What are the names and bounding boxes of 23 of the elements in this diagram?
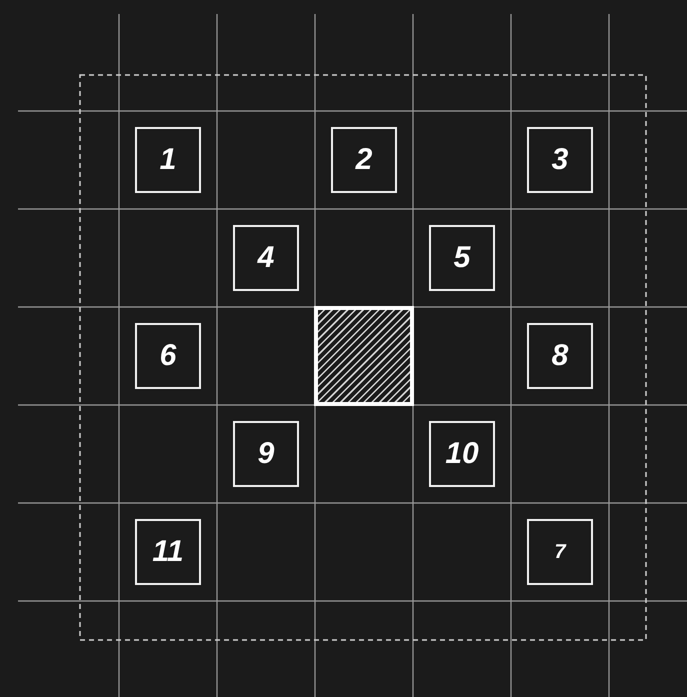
square-number: 1 <box>160 145 176 175</box>
square-number: 9 <box>258 439 274 469</box>
square-number: 4 <box>258 243 274 273</box>
hatched-square <box>314 306 414 406</box>
square-number: 11 <box>152 537 184 567</box>
square-number: 8 <box>552 341 568 371</box>
numbered-square <box>135 323 201 389</box>
numbered-square <box>233 225 299 291</box>
square-number: 3 <box>552 145 568 175</box>
square-number: 10 <box>445 439 479 469</box>
square-number: 7 <box>554 542 566 562</box>
numbered-square <box>429 225 495 291</box>
numbered-square <box>527 127 593 193</box>
numbered-square <box>233 421 299 487</box>
numbered-square <box>331 127 397 193</box>
numbered-square <box>135 519 201 585</box>
numbered-square <box>527 519 593 585</box>
numbered-square <box>429 421 495 487</box>
square-number: 5 <box>454 243 470 273</box>
square-number: 6 <box>160 341 176 371</box>
numbered-square <box>527 323 593 389</box>
numbered-square <box>135 127 201 193</box>
square-number: 2 <box>356 145 372 175</box>
